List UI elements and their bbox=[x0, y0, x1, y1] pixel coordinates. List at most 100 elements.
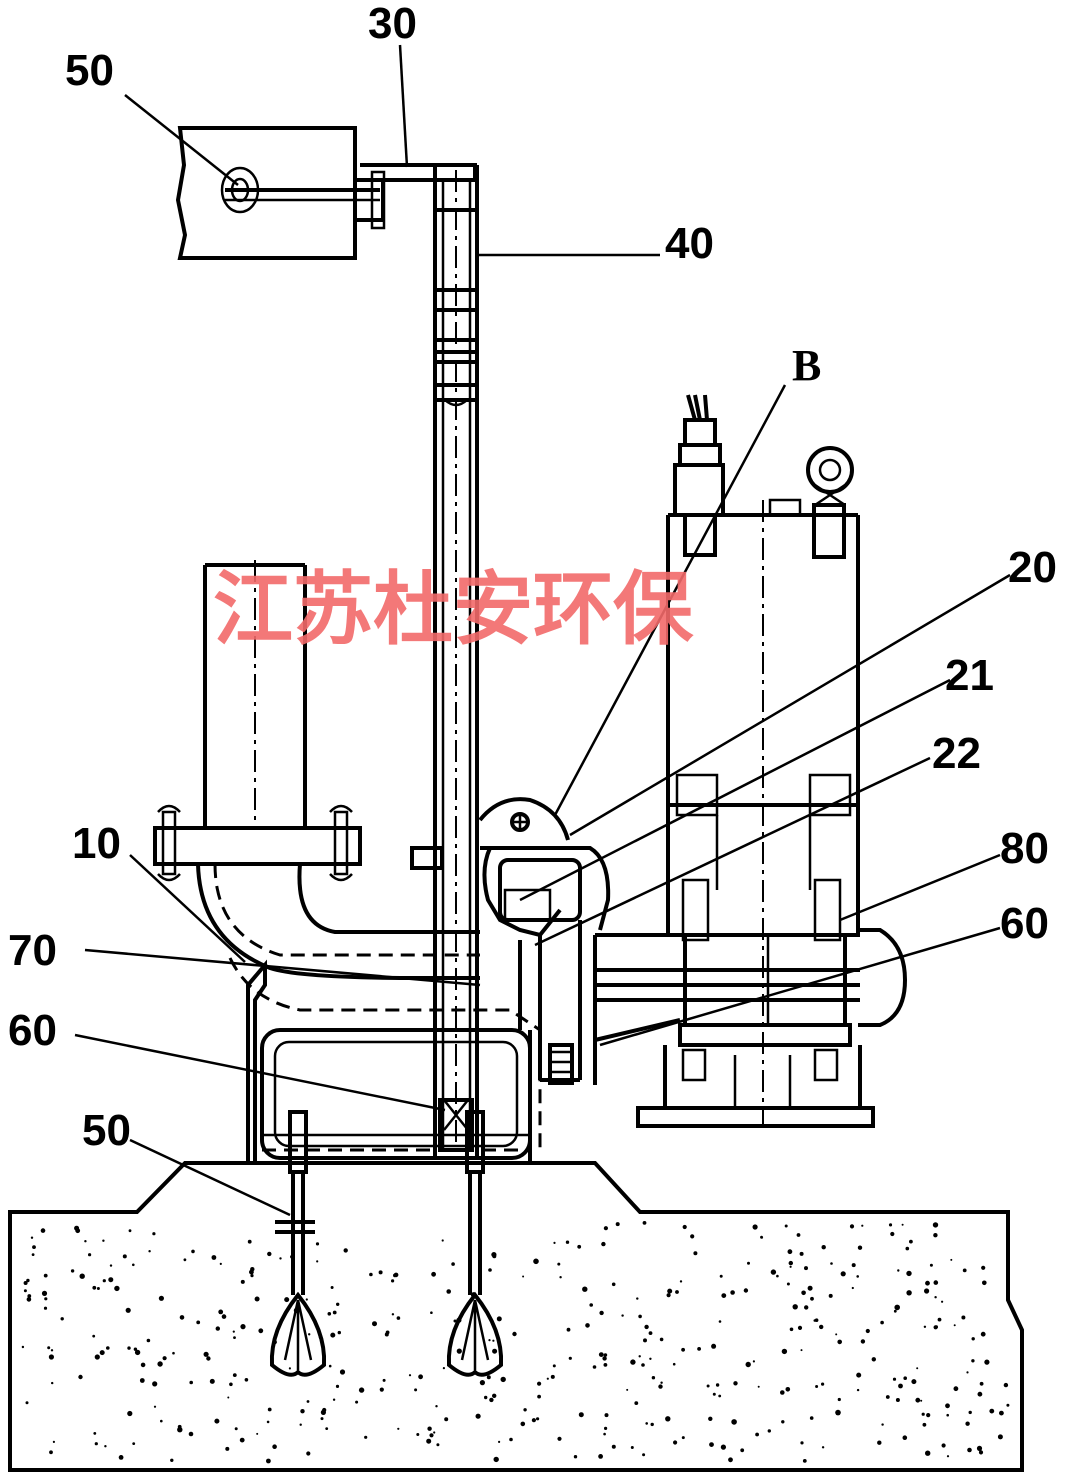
concrete-speckle bbox=[851, 1263, 856, 1268]
concrete-speckle bbox=[901, 1223, 904, 1226]
concrete-speckle bbox=[603, 1363, 608, 1367]
concrete-speckle bbox=[118, 1455, 124, 1460]
concrete-speckle bbox=[23, 1289, 27, 1293]
concrete-speckle bbox=[337, 1330, 341, 1335]
concrete-speckle bbox=[379, 1387, 384, 1392]
flange-bolt-right bbox=[329, 804, 353, 882]
concrete-speckle bbox=[890, 1231, 895, 1237]
concrete-speckle bbox=[611, 1282, 616, 1287]
concrete-speckle bbox=[132, 1442, 136, 1445]
concrete-speckle bbox=[807, 1285, 813, 1291]
concrete-speckle bbox=[799, 1251, 804, 1256]
concrete-speckle bbox=[493, 1456, 499, 1463]
concrete-speckle bbox=[937, 1317, 942, 1322]
concrete-speckle bbox=[266, 1420, 270, 1424]
concrete-speckle bbox=[128, 1229, 132, 1233]
flange-bolt-left bbox=[157, 804, 181, 882]
concrete-speckle bbox=[427, 1426, 432, 1431]
concrete-speckle bbox=[40, 1228, 46, 1233]
concrete-speckle bbox=[902, 1435, 908, 1440]
concrete-speckle bbox=[672, 1362, 676, 1366]
concrete-speckle bbox=[416, 1433, 420, 1436]
concrete-speckle bbox=[109, 1264, 113, 1267]
label-b: B bbox=[792, 341, 821, 390]
concrete-speckle bbox=[429, 1433, 434, 1438]
label-80: 80 bbox=[1000, 824, 1049, 873]
concrete-speckle bbox=[752, 1360, 756, 1363]
concrete-speckle bbox=[134, 1349, 141, 1356]
concrete-speckle bbox=[233, 1336, 236, 1339]
concrete-speckle bbox=[132, 1263, 135, 1267]
concrete-speckle bbox=[598, 1352, 604, 1357]
concrete-speckle bbox=[681, 1436, 685, 1440]
concrete-speckle bbox=[835, 1333, 838, 1336]
concrete-speckle bbox=[451, 1262, 455, 1266]
label-21: 21 bbox=[945, 651, 994, 700]
concrete-speckle bbox=[604, 1413, 609, 1418]
concrete-speckle bbox=[925, 1450, 931, 1456]
concrete-speckle bbox=[784, 1224, 788, 1228]
concrete-speckle bbox=[152, 1232, 156, 1236]
concrete-speckle bbox=[856, 1388, 860, 1392]
label-70: 70 bbox=[8, 926, 57, 975]
auto-coupling-base bbox=[228, 957, 542, 1165]
concrete-speckle bbox=[885, 1395, 890, 1399]
rail-base-bolt bbox=[438, 1098, 474, 1152]
concrete-speckle bbox=[953, 1386, 959, 1392]
concrete-speckle bbox=[221, 1314, 227, 1319]
concrete-speckle bbox=[840, 1271, 846, 1277]
concrete-speckle bbox=[641, 1363, 645, 1367]
concrete-speckle bbox=[250, 1274, 254, 1278]
concrete-speckle bbox=[48, 1354, 55, 1360]
concrete-speckle bbox=[787, 1249, 793, 1255]
concrete-speckle bbox=[861, 1224, 864, 1227]
concrete-speckle bbox=[789, 1265, 792, 1268]
concrete-speckle bbox=[712, 1392, 716, 1396]
concrete-speckle bbox=[170, 1458, 174, 1463]
concrete-speckle bbox=[288, 1367, 291, 1370]
concrete-speckle bbox=[509, 1437, 513, 1442]
concrete-speckle bbox=[809, 1416, 814, 1420]
concrete-speckle bbox=[99, 1350, 105, 1356]
concrete-speckle bbox=[997, 1434, 1003, 1440]
concrete-speckle bbox=[43, 1273, 48, 1278]
concrete-speckle bbox=[582, 1286, 588, 1292]
concrete-speckle bbox=[435, 1405, 438, 1408]
concrete-speckle bbox=[747, 1261, 750, 1265]
concrete-speckle bbox=[358, 1387, 365, 1393]
concrete-speckle bbox=[484, 1395, 488, 1400]
concrete-speckle bbox=[339, 1369, 346, 1375]
concrete-speckle bbox=[44, 1297, 48, 1301]
concrete-speckle bbox=[603, 1353, 608, 1357]
label-40: 40 bbox=[665, 219, 714, 268]
concrete-speckle bbox=[860, 1339, 866, 1344]
concrete-speckle bbox=[650, 1422, 654, 1427]
concrete-speckle bbox=[31, 1253, 35, 1256]
guide-rail bbox=[433, 165, 479, 1160]
concrete-speckle bbox=[256, 1432, 259, 1435]
label-20: 20 bbox=[1008, 543, 1057, 592]
concrete-speckle bbox=[981, 1265, 986, 1270]
concrete-speckle bbox=[108, 1277, 114, 1283]
outlet-pipe bbox=[153, 560, 480, 980]
concrete-speckle bbox=[492, 1348, 498, 1354]
concrete-speckle bbox=[568, 1356, 572, 1360]
concrete-speckle bbox=[244, 1378, 249, 1382]
concrete-speckle bbox=[977, 1391, 983, 1397]
concrete-speckle bbox=[397, 1427, 400, 1430]
concrete-speckle bbox=[475, 1413, 481, 1419]
concrete-speckle bbox=[984, 1359, 990, 1365]
concrete-speckle bbox=[690, 1234, 695, 1239]
concrete-speckle bbox=[667, 1288, 673, 1294]
label-22: 22 bbox=[932, 729, 981, 778]
concrete-speckle bbox=[444, 1417, 449, 1422]
concrete-speckle bbox=[177, 1427, 183, 1433]
concrete-speckle bbox=[821, 1382, 825, 1386]
concrete-speckle bbox=[523, 1408, 527, 1412]
concrete-speckle bbox=[139, 1378, 145, 1383]
concrete-speckle bbox=[330, 1286, 334, 1289]
label-50-top: 50 bbox=[65, 46, 114, 95]
concrete-speckle bbox=[189, 1380, 193, 1385]
concrete-speckle bbox=[946, 1455, 950, 1458]
concrete-speckle bbox=[1003, 1382, 1009, 1388]
